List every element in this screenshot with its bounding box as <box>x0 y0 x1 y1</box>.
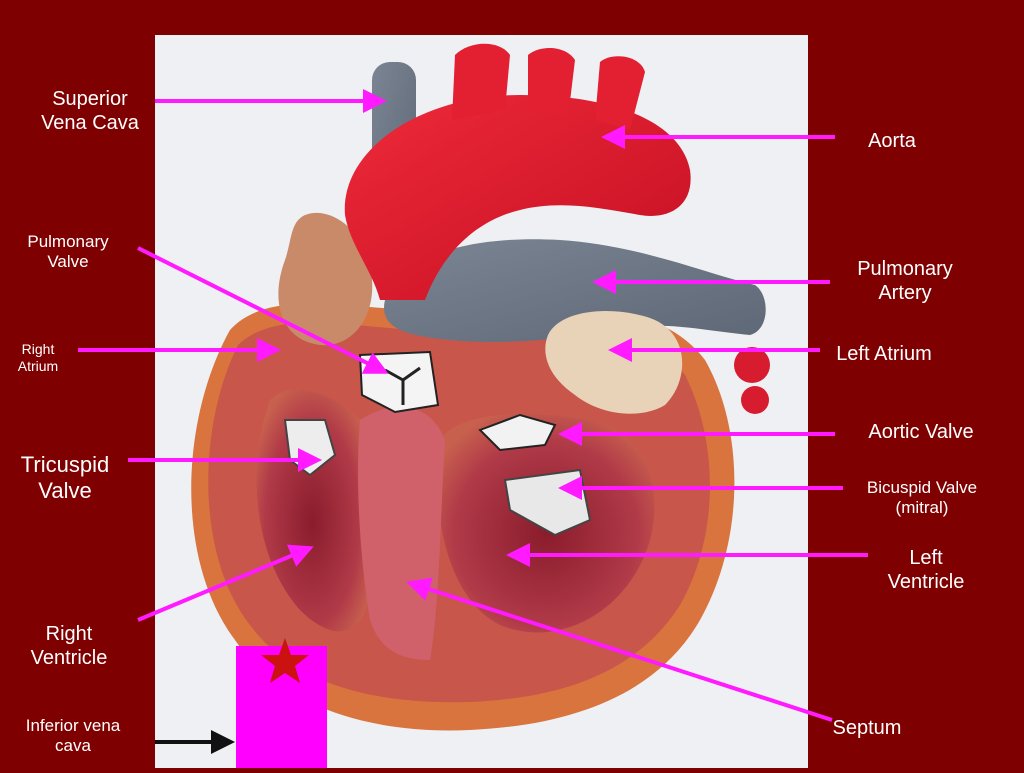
aortic-branch-1 <box>452 43 510 120</box>
arrow-septum <box>406 577 833 722</box>
septum-wall <box>358 406 445 660</box>
right-ventricle-cavity <box>256 389 368 632</box>
label-superior-vena-cava: Superior Vena Cava <box>41 88 139 134</box>
arrow-pulmonary-valve <box>137 246 389 374</box>
pointer-arrows <box>78 89 868 722</box>
label-aortic-valve: Aortic Valve <box>868 421 974 443</box>
right-atrium-body <box>278 212 373 346</box>
label-aorta: Aorta <box>868 130 916 152</box>
aortic-branch-3 <box>595 56 645 130</box>
label-tricuspid-valve: Tricuspid Valve <box>20 452 110 504</box>
label-pulmonary-valve: Pulmonary Valve <box>27 232 109 272</box>
label-right-ventricle: Right Ventricle <box>30 623 108 669</box>
star-icon <box>261 638 309 683</box>
pulmonary-vein-2 <box>741 386 769 414</box>
label-right-atrium: Right Atrium <box>17 341 59 374</box>
aortic-branch-2 <box>528 48 575 118</box>
pulmonary-valve-cusps <box>384 366 421 405</box>
label-septum: Septum <box>832 717 902 739</box>
left-atrium-body <box>545 311 683 414</box>
label-left-ventricle: Left Ventricle <box>887 547 965 593</box>
label-left-atrium: Left Atrium <box>836 343 932 365</box>
pulmonary-artery-vessel <box>384 239 766 342</box>
label-inferior-vena-cava: Inferior vena cava <box>25 716 121 756</box>
aortic-valve-shape <box>478 413 557 452</box>
label-bicuspid-valve: Bicuspid Valve (mitral) <box>866 478 978 518</box>
arrow-right-ventricle <box>137 544 314 622</box>
label-pulmonary-artery: Pulmonary Artery <box>857 258 953 304</box>
pulmonary-vein-1 <box>734 347 770 383</box>
